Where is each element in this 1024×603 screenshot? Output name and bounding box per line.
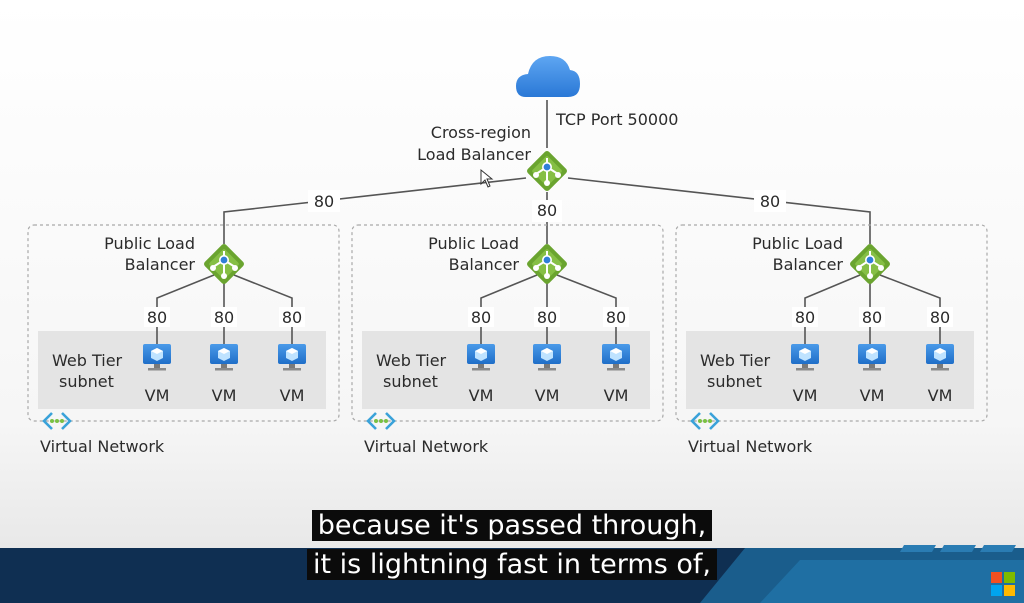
- web-tier-subnet-box: [38, 331, 326, 409]
- region-border: [675, 224, 988, 422]
- port-label-bg: [144, 307, 170, 327]
- vm-port-label: 80: [282, 308, 302, 327]
- vm-port-label: 80: [214, 308, 234, 327]
- region-3: Public Load Balancer 80 80 80 Web Tier s…: [675, 224, 988, 456]
- port-label-bg: [534, 307, 560, 327]
- vm-label: VM: [212, 386, 237, 405]
- vm-label: VM: [604, 386, 629, 405]
- vm-label: VM: [145, 386, 170, 405]
- port-label-bg: [927, 307, 953, 327]
- top-port-label-center: 80: [537, 201, 557, 220]
- port-label-bg: [279, 307, 305, 327]
- region-2: Public Load Balancer 80 80 80 Web Tier s…: [351, 224, 664, 456]
- virtual-network-label: Virtual Network: [364, 437, 489, 456]
- port-label-bg: [792, 307, 818, 327]
- cross-region-lb-label-line2: Load Balancer: [417, 145, 531, 164]
- subnet-label-line2: subnet: [707, 372, 762, 391]
- top-port-label-left: 80: [314, 192, 334, 211]
- public-lb-label-line1: Public Load: [428, 234, 519, 253]
- vm-port-label: 80: [537, 308, 557, 327]
- cross-region-lb-label-line1: Cross-region: [431, 123, 531, 142]
- footer-band: [0, 545, 1024, 603]
- public-lb-label-line1: Public Load: [752, 234, 843, 253]
- port-label-bg: [211, 307, 237, 327]
- vm-label: VM: [280, 386, 305, 405]
- port-label-bg: [532, 200, 562, 222]
- vm-port-label: 80: [930, 308, 950, 327]
- port-label-bg: [754, 190, 786, 212]
- port-label-bg: [859, 307, 885, 327]
- vm-label: VM: [793, 386, 818, 405]
- region-1: Public Load Balancer 80 80 80 Web Tier s…: [27, 224, 340, 456]
- vm-label: VM: [469, 386, 494, 405]
- vm-port-label: 80: [795, 308, 815, 327]
- vm-label: VM: [535, 386, 560, 405]
- vm-port-label: 80: [862, 308, 882, 327]
- port-label-bg: [468, 307, 494, 327]
- vm-label: VM: [928, 386, 953, 405]
- web-tier-subnet-box: [686, 331, 974, 409]
- port-label-bg: [603, 307, 629, 327]
- subtitle-line-2: it is lightning fast in terms of,: [0, 547, 1024, 583]
- web-tier-subnet-box: [362, 331, 650, 409]
- public-lb-label-line2: Balancer: [125, 255, 196, 274]
- virtual-network-label: Virtual Network: [688, 437, 813, 456]
- public-lb-label-line2: Balancer: [773, 255, 844, 274]
- windows-logo-icon: [991, 572, 1015, 596]
- subnet-label-line1: Web Tier: [52, 351, 123, 370]
- vm-port-label: 80: [606, 308, 626, 327]
- cloud-icon: [516, 56, 580, 97]
- virtual-network-label: Virtual Network: [40, 437, 165, 456]
- subnet-label-line2: subnet: [59, 372, 114, 391]
- region-border: [27, 224, 340, 422]
- public-lb-label-line2: Balancer: [449, 255, 520, 274]
- subtitle-line-1: because it's passed through,: [0, 508, 1024, 544]
- vm-port-label: 80: [471, 308, 491, 327]
- vm-port-label: 80: [147, 308, 167, 327]
- subnet-label-line1: Web Tier: [700, 351, 771, 370]
- public-lb-label-line1: Public Load: [104, 234, 195, 253]
- mouse-cursor-icon: [480, 168, 494, 188]
- port-label-bg: [308, 190, 340, 212]
- vm-label: VM: [860, 386, 885, 405]
- subnet-label-line2: subnet: [383, 372, 438, 391]
- cloud-port-label: TCP Port 50000: [555, 110, 678, 129]
- top-port-label-right: 80: [760, 192, 780, 211]
- subnet-label-line1: Web Tier: [376, 351, 447, 370]
- region-border: [351, 224, 664, 422]
